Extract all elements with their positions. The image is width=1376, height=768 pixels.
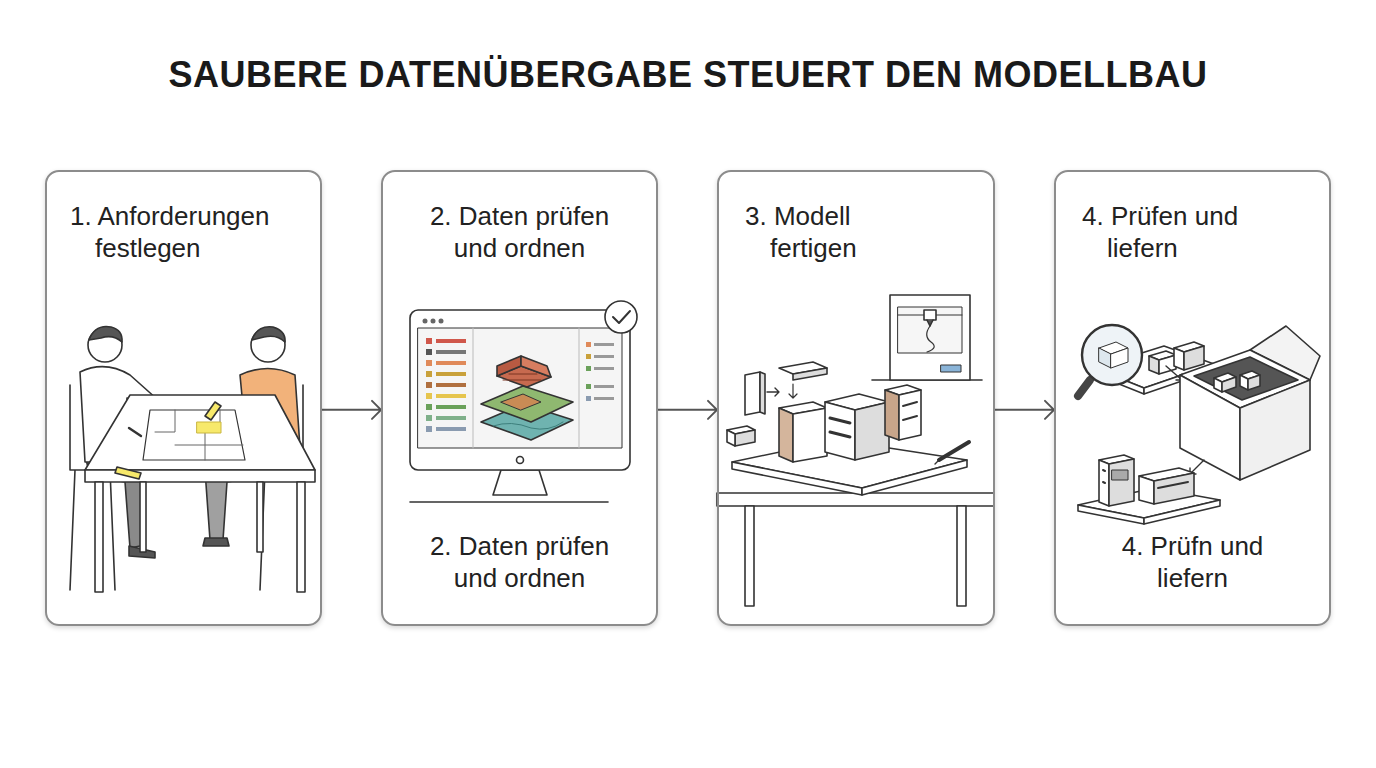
delivery-illustration (1078, 325, 1320, 524)
flow-arrow (322, 401, 381, 419)
step-panel: 2. Daten prüfen und ordnen 2. Daten prüfe… (381, 170, 658, 626)
diagram-title: SAUBERE DATENÜBERGABE STEUERT DEN MODELL… (0, 52, 1376, 98)
step-heading: 2. Daten prüfen und ordnen (413, 200, 626, 264)
step-panel: 3. Modell fertigen (717, 170, 995, 626)
step-heading: 2. Daten prüfen und ordnen (413, 530, 626, 594)
workbench-illustration (717, 295, 994, 606)
step-heading: 4. Prüfen und liefern (1082, 200, 1269, 264)
monitor-illustration (410, 301, 637, 502)
flow-arrow (995, 401, 1054, 419)
step-panel: 4. Prüfen und liefern 4. Prüfn und liefer… (1054, 170, 1331, 626)
step-heading: 1. Anforderungen festlegen (70, 200, 310, 264)
flow-arrow (658, 401, 717, 419)
step-panel: 1. Anforderungen festlegen (45, 170, 322, 626)
step-heading: 3. Modell fertigen (745, 200, 913, 264)
step-heading: 4. Prüfn und liefern (1086, 530, 1299, 594)
meeting-illustration (70, 327, 315, 592)
